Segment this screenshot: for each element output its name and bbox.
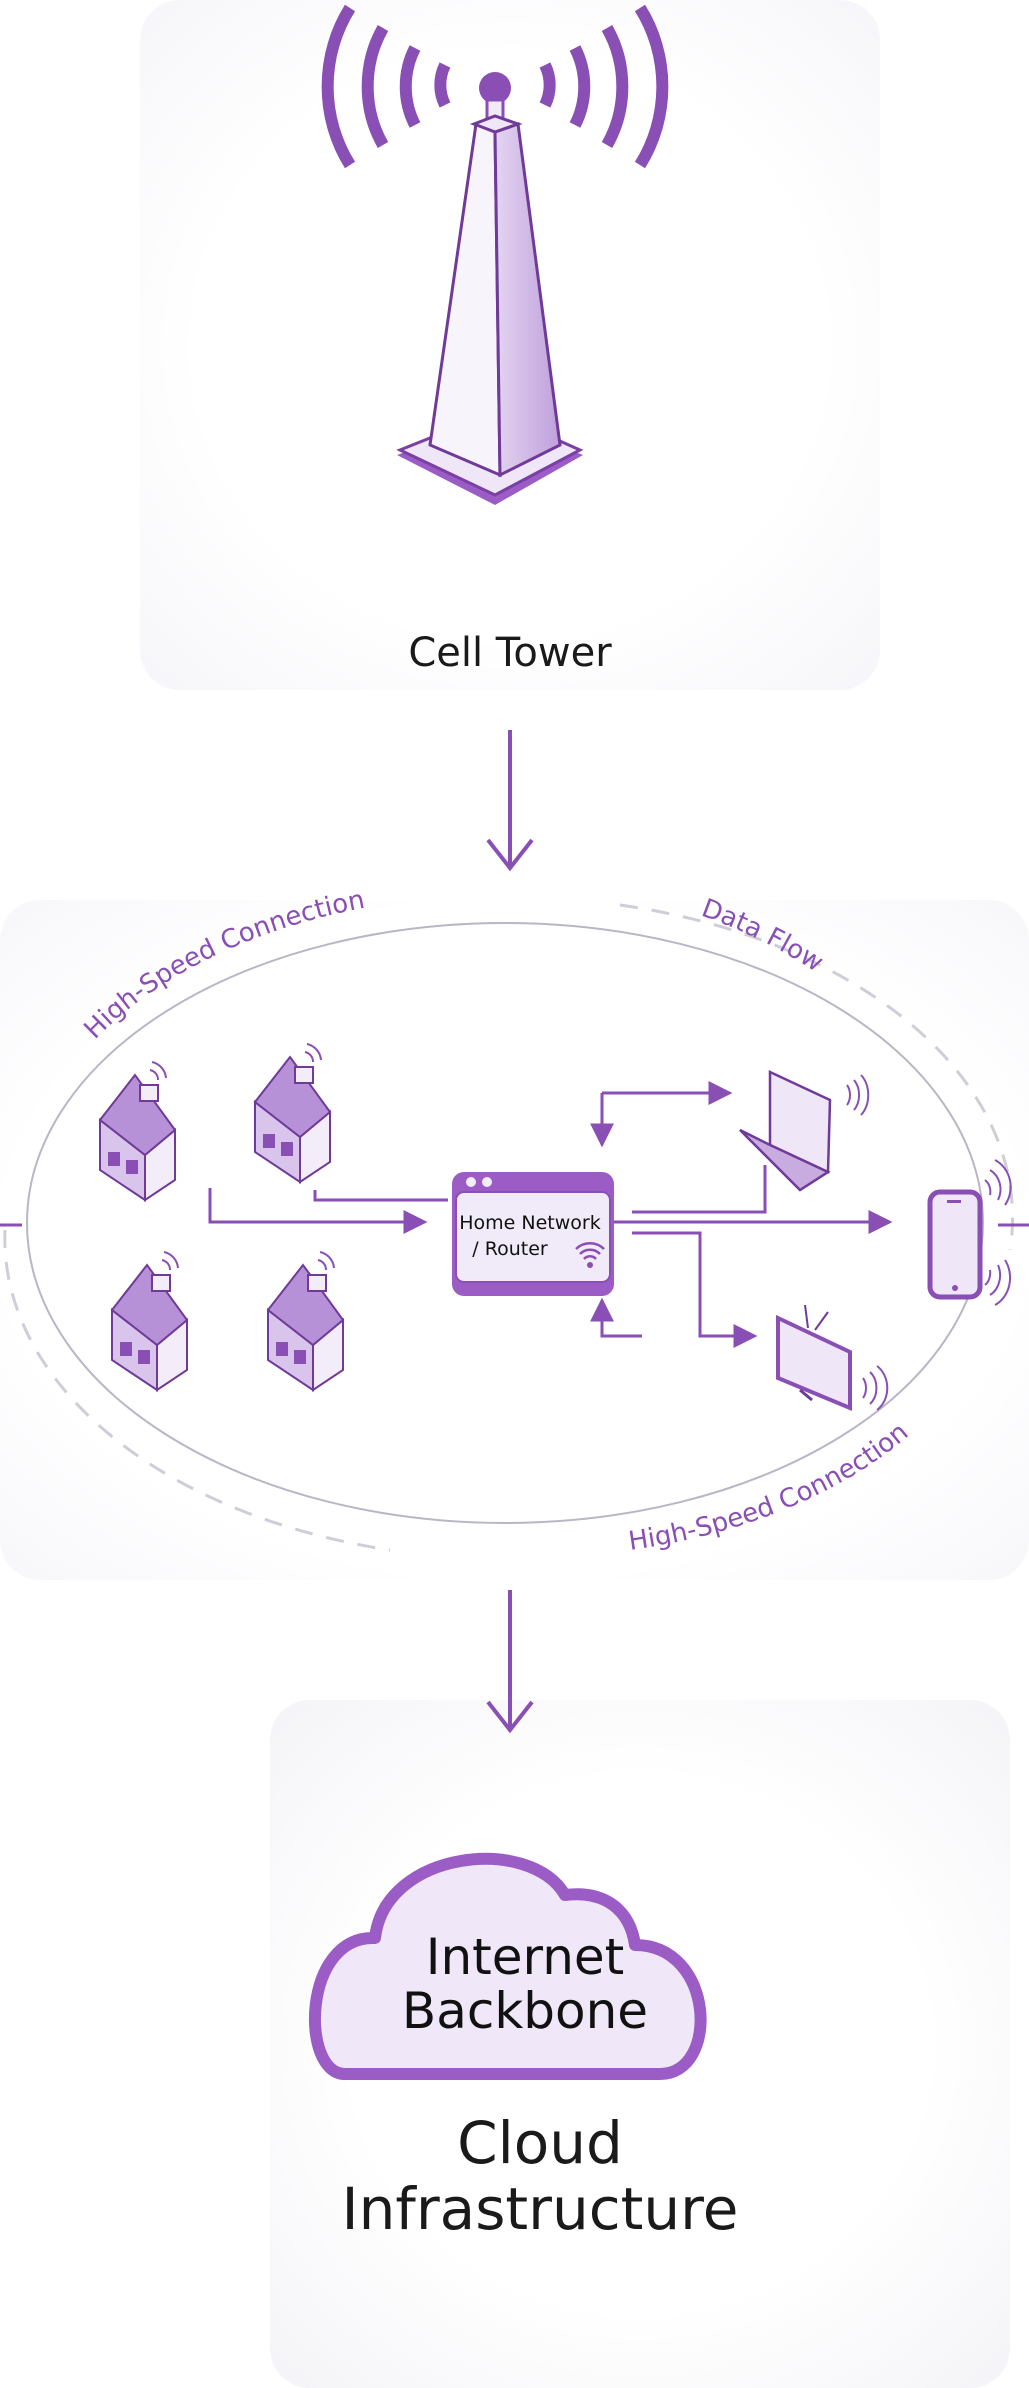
router-icon: [452, 1172, 614, 1296]
cloud-inner-label: Internet Backbone: [360, 1930, 690, 2038]
house-icon: [98, 1061, 177, 1202]
smartphone-icon: [927, 1159, 1012, 1306]
laptop-icon: [739, 1070, 870, 1192]
cloud-inner-line1: Internet: [425, 1928, 625, 1986]
house-icon: [111, 1251, 188, 1391]
data-flow-dashed-arc: [619, 903, 1015, 1251]
tower-label: Cell Tower: [408, 630, 612, 676]
signal-waves-icon: [321, 4, 669, 169]
label-high-speed-top: High-Speed Connection: [79, 885, 368, 1045]
label-high-speed-bottom: High-Speed Connection: [627, 1417, 915, 1557]
router-label-line2: / Router: [472, 1238, 548, 1260]
cloud-label-line2: Infrastructure: [341, 2175, 739, 2243]
connector-lines: [208, 1081, 893, 1348]
house-icon: [267, 1251, 344, 1391]
dashed-arc-bottom-left: [3, 1229, 391, 1552]
router-label-line1: Home Network: [459, 1212, 601, 1234]
television-icon: [776, 1304, 889, 1411]
cloud-label: Cloud Infrastructure: [280, 2110, 800, 2242]
cloud-inner-line2: Backbone: [401, 1982, 649, 2040]
label-data-flow: Data Flow: [698, 893, 829, 978]
router-label: Home Network / Router: [450, 1210, 610, 1262]
house-icon: [254, 1043, 331, 1183]
network-ring: [26, 922, 984, 1524]
cloud-icon: [308, 1852, 707, 2080]
wifi-icon: [575, 1242, 605, 1260]
cell-tower-icon: [321, 4, 669, 505]
cloud-label-line1: Cloud: [457, 2109, 623, 2177]
